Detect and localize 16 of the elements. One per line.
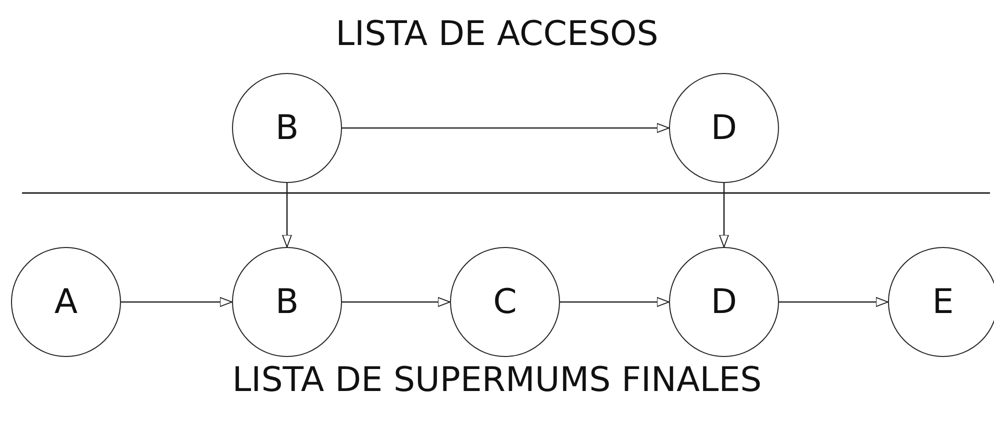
arrow [560, 297, 670, 307]
node-label: C [493, 282, 517, 322]
node-label: D [710, 282, 738, 322]
caption-label: LISTA DE SUPERMUMS FINALES [232, 360, 762, 400]
node-label: A [54, 282, 78, 322]
arrow [779, 297, 888, 307]
title: LISTA DE ACCESOS [336, 14, 658, 54]
arrow [342, 123, 670, 133]
node-label: E [932, 282, 954, 322]
arrow [719, 183, 729, 248]
node-label: B [275, 282, 299, 322]
arrow [121, 297, 232, 307]
node-label: B [275, 108, 299, 148]
node-label: D [710, 108, 738, 148]
arrow [342, 297, 450, 307]
arrow [282, 183, 292, 248]
